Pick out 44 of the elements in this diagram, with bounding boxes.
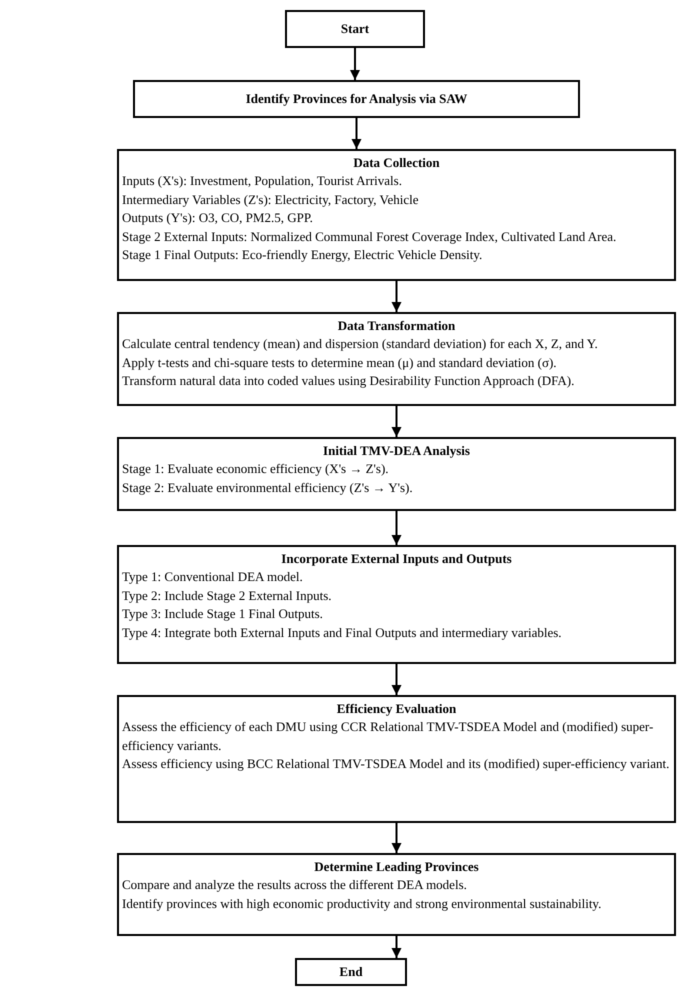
box-heading: Data Transformation (336, 317, 456, 335)
step-text: Stage 1: Evaluate economic efficiency (X's → Z's). (122, 460, 390, 478)
step-text: Stage 1 Final Outputs: Eco-friendly Energy, Electric Vehicle Density. (122, 246, 484, 264)
arrow (392, 664, 402, 695)
step-text: Type 4: Integrate both External Inputs and Final Outputs and intermediary variables. (122, 624, 563, 642)
box-heading: Determine Leading Provinces (313, 858, 480, 876)
arrow (392, 281, 402, 312)
box-heading: Incorporate External Inputs and Outputs (280, 550, 513, 568)
process-box (117, 545, 676, 664)
process-box (117, 312, 676, 406)
process-box (117, 853, 676, 936)
box-heading: Data Collection (352, 154, 441, 172)
arrow (350, 48, 360, 80)
arrow (392, 823, 402, 853)
box-heading: Start (340, 20, 370, 38)
step-text: Outputs (Y's): O3, CO, PM2.5, GPP. (122, 209, 314, 227)
step-text: Assess efficiency using BCC Relational TMV-TSDEA Model and its (modified) super-efficiency variant. (122, 755, 670, 773)
terminal-box (285, 10, 425, 48)
step-text: Compare and analyze the results across the different DEA models. (122, 876, 468, 894)
arrow (392, 406, 402, 437)
box-heading: End (338, 963, 364, 981)
process-box (117, 149, 676, 281)
process-box (117, 437, 676, 511)
step-text: Inputs (X's): Investment, Population, Tourist Arrivals. (122, 172, 403, 190)
step-text: Assess the efficiency of each DMU using CCR Relational TMV-TSDEA Model and (modified) super-efficiency variants. (122, 718, 654, 755)
step-text: Stage 2 External Inputs: Normalized Communal Forest Coverage Index, Cultivated Land Area. (122, 228, 618, 246)
step-text: Transform natural data into coded values using Desirability Function Approach (DFA). (122, 372, 576, 390)
step-text: Identify provinces with high economic productivity and strong environmental sustainability. (122, 894, 602, 913)
arrow (392, 936, 402, 958)
process-box (133, 80, 580, 118)
step-text: Stage 2: Evaluate environmental efficiency (Z's → Y's). (122, 478, 414, 497)
box-heading: Initial TMV-DEA Analysis (322, 442, 471, 460)
box-heading: Efficiency Evaluation (336, 700, 458, 718)
step-text: Type 2: Include Stage 2 External Inputs. (122, 586, 333, 605)
process-box (117, 695, 676, 823)
step-text: Calculate central tendency (mean) and dispersion (standard deviation) for each X, Z, and Y. (122, 335, 599, 353)
step-text: Type 3: Include Stage 1 Final Outputs. (122, 605, 324, 623)
box-heading: Identify Provinces for Analysis via SAW (244, 90, 468, 108)
arrow (352, 118, 362, 149)
step-text: Intermediary Variables (Z's): Electricity, Factory, Vehicle (122, 190, 420, 209)
step-text: Type 1: Conventional DEA model. (122, 568, 304, 586)
arrow (392, 511, 402, 545)
step-text: Apply t-tests and chi-square tests to determine mean (μ) and standard deviation (σ). (122, 354, 558, 372)
terminal-box (295, 958, 407, 986)
